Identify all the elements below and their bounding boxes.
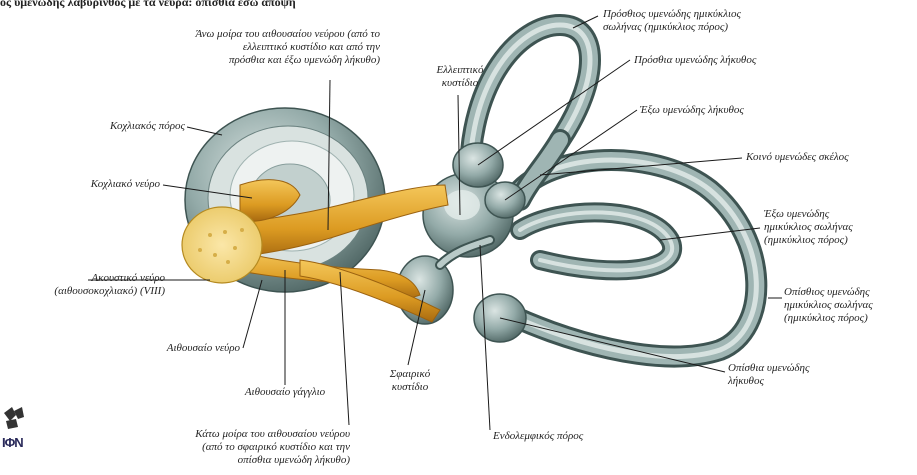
label-anterior-semicircular-canal: Πρόσθιος υμενώδης ημικύκλιος σωλήνας (ημ… [603, 8, 741, 34]
label-saccule: Σφαιρικό κυστίδιο [365, 368, 455, 394]
label-superior-vestibular-nerve: Άνω μοίρα του αιθουσαίου νεύρου (από το … [80, 28, 380, 67]
label-vestibular-ganglion: Αιθουσαίο γάγγλιο [200, 386, 370, 399]
label-utricle: Ελλειπτικό κυστίδιο [410, 64, 510, 90]
label-cochlear-duct: Κοχλιακός πόρος [40, 120, 185, 133]
publisher-logo-text: ΙΦΝ [2, 435, 23, 450]
leader-cochlear-duct [187, 127, 222, 135]
label-vestibular-nerve: Αιθουσαίο νεύρο [80, 342, 240, 355]
leader-inferior-vestibular [340, 272, 349, 425]
label-lateral-ampulla: Έξω υμενώδης λήκυθος [640, 104, 744, 117]
label-lateral-semicircular-canal: Έξω υμενώδης ημικύκλιος σωλήνας (ημικύκλ… [764, 208, 853, 247]
label-anterior-ampulla: Πρόσθια υμενώδης λήκυθος [634, 54, 756, 67]
label-vestibulocochlear-nerve: Ακουστικό νεύρο (αιθουσοκοχλιακό) (VIII) [5, 272, 165, 298]
label-common-crus: Κοινό υμενώδες σκέλος [746, 151, 849, 164]
lateral-semicircular-canal [520, 212, 672, 270]
leader-vestibular-nerve [243, 280, 262, 348]
label-endolymphatic-duct: Ενδολεμφικός πόρος [493, 430, 583, 443]
label-posterior-ampulla: Οπίσθια υμενώδης λήκυθος [728, 362, 809, 388]
label-cochlear-nerve: Κοχλιακό νεύρο [20, 178, 160, 191]
label-inferior-vestibular-nerve: Κάτω μοίρα του αιθουσαίου νεύρου (από το… [130, 428, 350, 467]
label-posterior-semicircular-canal: Οπίσθιος υμενώδης ημικύκλιος σωλήνας (ημ… [784, 286, 873, 325]
